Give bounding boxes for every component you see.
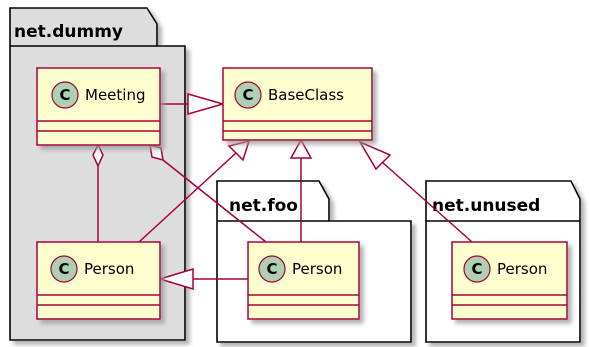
class-badge-letter: C [58,260,69,278]
class-badge-letter: C [59,86,70,104]
class-unused-person: C Person [451,241,568,320]
class-meeting: C Meeting [36,67,161,146]
class-box [451,241,568,320]
inheritance-arrowhead [187,93,226,115]
class-badge-icon [51,81,79,109]
package-net-unused-title: net.unused [432,196,540,216]
relations [92,93,473,291]
class-box [36,241,161,320]
inheritance-arrowhead [157,267,194,291]
class-badge-icon [234,81,262,109]
aggregation-diamond [149,143,164,162]
relation-meeting-foo-person [162,159,267,243]
class-baseclass: C BaseClass [222,67,373,141]
inheritance-arrowhead [289,138,313,159]
class-badge-letter: C [471,260,482,278]
class-baseclass-name: BaseClass [268,86,344,104]
aggregation-diamond [92,143,104,168]
class-unused-person-name: Person [497,260,547,278]
class-box [247,241,360,320]
relation-dummy-person-baseclass [138,152,237,243]
class-meeting-name: Meeting [85,86,145,104]
class-foo-person: C Person [247,241,360,320]
class-dummy-person-name: Person [84,260,134,278]
package-net-dummy-title: net.dummy [14,22,123,42]
class-badge-letter: C [242,86,253,104]
class-badge-icon [258,255,286,283]
class-badge-icon [463,255,491,283]
package-net-foo-title: net.foo [229,196,298,216]
class-badge-icon [50,255,78,283]
inheritance-arrowhead [227,139,251,162]
class-box [36,67,161,146]
class-dummy-person: C Person [36,241,161,320]
class-badge-letter: C [266,260,277,278]
relation-unused-person-baseclass [381,161,473,243]
class-foo-person-name: Person [292,260,342,278]
inheritance-arrowhead [358,140,392,171]
